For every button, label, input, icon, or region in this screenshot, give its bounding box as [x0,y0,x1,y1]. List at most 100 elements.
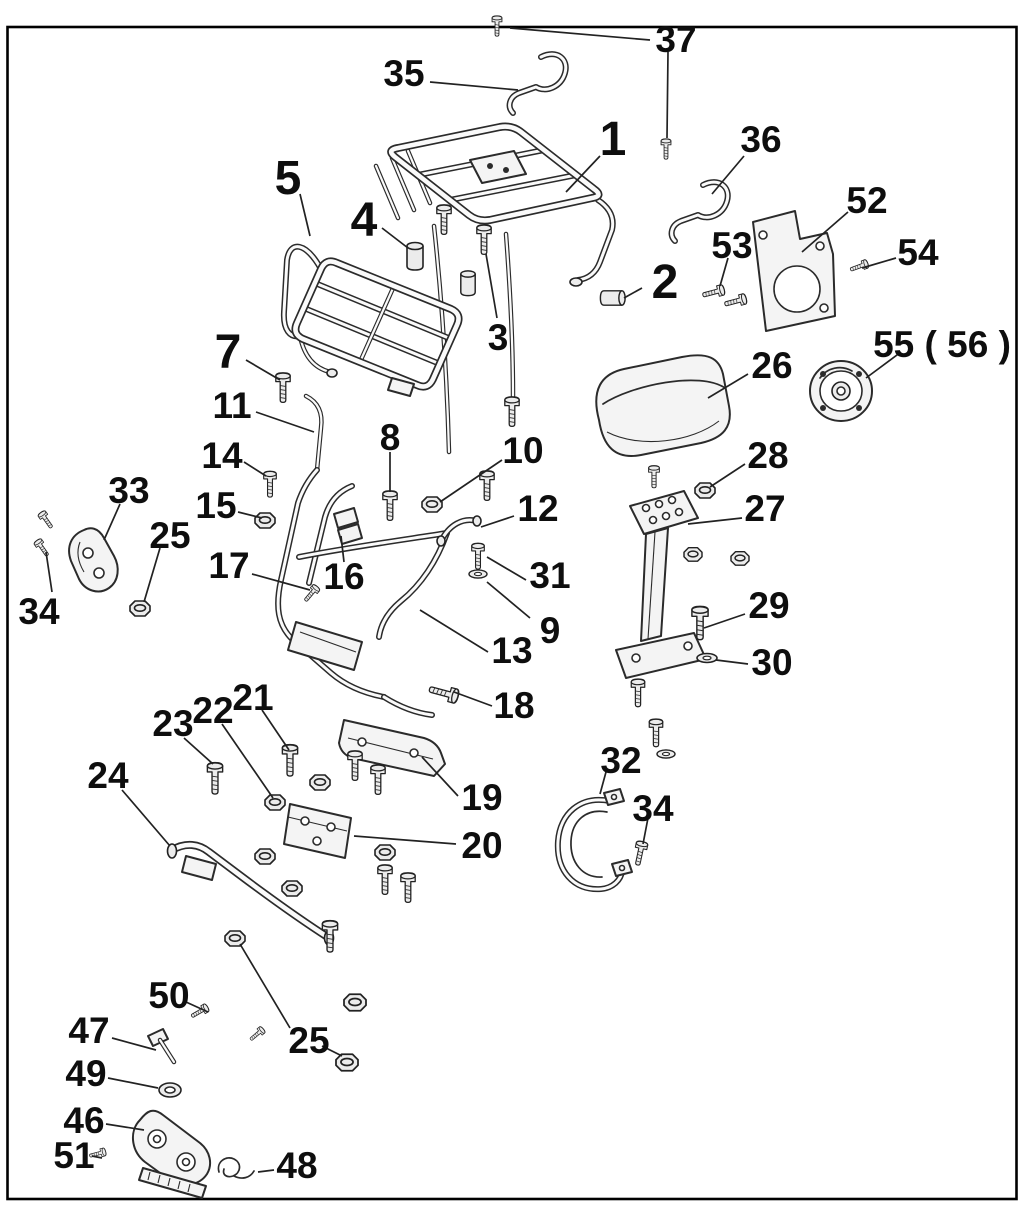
bolt-icon [281,743,299,777]
plate-outline [338,719,446,777]
callout-20: 20 [461,825,502,866]
bolt-icon [700,283,727,301]
page-border [6,25,1018,1201]
part-bracket-plate-52 [752,210,836,332]
callout-24: 24 [87,755,129,796]
bolt-icon [247,1025,267,1044]
part-front-rack [280,243,463,397]
band-tab-hole [610,793,618,801]
bolt-icon [479,470,495,502]
callout-23: 23 [152,703,193,744]
bracket-hole [82,547,94,559]
bracket-hole [674,507,684,517]
part-band-32 [554,788,633,893]
nut-icon [343,993,367,1012]
nut-icon [421,496,443,513]
plate-hole [815,241,825,251]
callout-36: 36 [740,119,781,160]
bolt-icon [301,583,322,604]
callout-26: 26 [751,345,792,386]
hub-bolt [820,405,826,411]
callout-12: 12 [517,488,558,529]
part-plate-20 [283,803,352,859]
backrest-ridge [602,379,726,405]
callout-25b: 25 [288,1020,329,1061]
callout-5: 5 [275,152,302,205]
callout-48: 48 [276,1145,317,1186]
bracket-hole [661,511,671,521]
callout-55-56: 55 ( 56 ) [873,324,1011,365]
washer-icon [468,569,488,579]
callout-32: 32 [600,740,641,781]
nut-icon [254,512,276,529]
callout-labels: 37 35 1 36 5 4 52 53 54 2 3 26 55 ( 56 )… [18,19,1010,1186]
bracket-hole [683,641,693,651]
rack-tail-tube-hl [576,198,615,282]
callout-22: 22 [192,690,233,731]
plate-hole [357,737,367,747]
plate-outline [283,803,352,859]
bolt-icon [32,537,52,559]
bracket-edge [77,541,85,573]
bracket-column-edge [647,531,656,640]
callout-17: 17 [208,545,249,586]
bracket-hole [641,503,651,513]
bracket-column [640,527,669,642]
hub-bolt [856,405,862,411]
part-hitch-assembly [132,1028,255,1199]
rack-foot [569,277,583,287]
bolt-icon [504,396,520,428]
bracket-hole [93,567,105,579]
bracket-hole [648,515,658,525]
ring-49-hole [164,1086,176,1094]
callout-3: 3 [488,317,509,358]
callout-7: 7 [215,326,242,379]
callout-35: 35 [383,53,424,94]
callout-37: 37 [655,19,696,60]
plate-hole [409,748,419,758]
callout-11: 11 [212,385,251,426]
leader-lines [45,27,902,1173]
plate-bend [287,816,348,832]
nut-icon [224,930,246,947]
callout-46: 46 [63,1100,104,1141]
front-foot [326,368,338,378]
part-hook-36 [668,179,731,244]
front-rim-hl [293,259,461,389]
front-hoop-hl [282,245,323,338]
bolt-icon [648,465,660,489]
plate-big-hole [773,265,821,313]
part-backrest-26 [595,354,731,457]
callout-30: 30 [751,642,792,683]
band-outer-hl [556,798,624,891]
nut-icon [254,848,276,865]
callout-1: 1 [600,113,627,166]
plate-hole [300,816,310,826]
callout-34b: 34 [632,788,674,829]
callout-49: 49 [65,1053,106,1094]
callout-47: 47 [68,1010,109,1051]
spacer-icon [460,270,476,297]
bolt-icon [206,761,224,795]
callout-21: 21 [232,677,273,718]
bar-bracket [181,855,217,881]
tube-12-end [472,515,482,527]
hitch-hole-inner [152,1134,162,1144]
nut-icon [374,844,396,861]
callout-25: 25 [149,515,190,556]
callout-31: 31 [529,555,570,596]
bolt-icon [630,678,646,708]
bracket-base-plate [615,632,707,679]
callout-14: 14 [201,435,243,476]
callout-51: 51 [53,1135,94,1176]
bracket-hole [654,499,664,509]
bracket-outline [68,527,119,593]
washer-icon [656,749,676,759]
front-tab [387,377,415,397]
callout-53: 53 [711,225,752,266]
hub-bolt [856,371,862,377]
band-inner [570,810,608,878]
nut-icon [264,794,286,811]
callout-16: 16 [323,556,364,597]
